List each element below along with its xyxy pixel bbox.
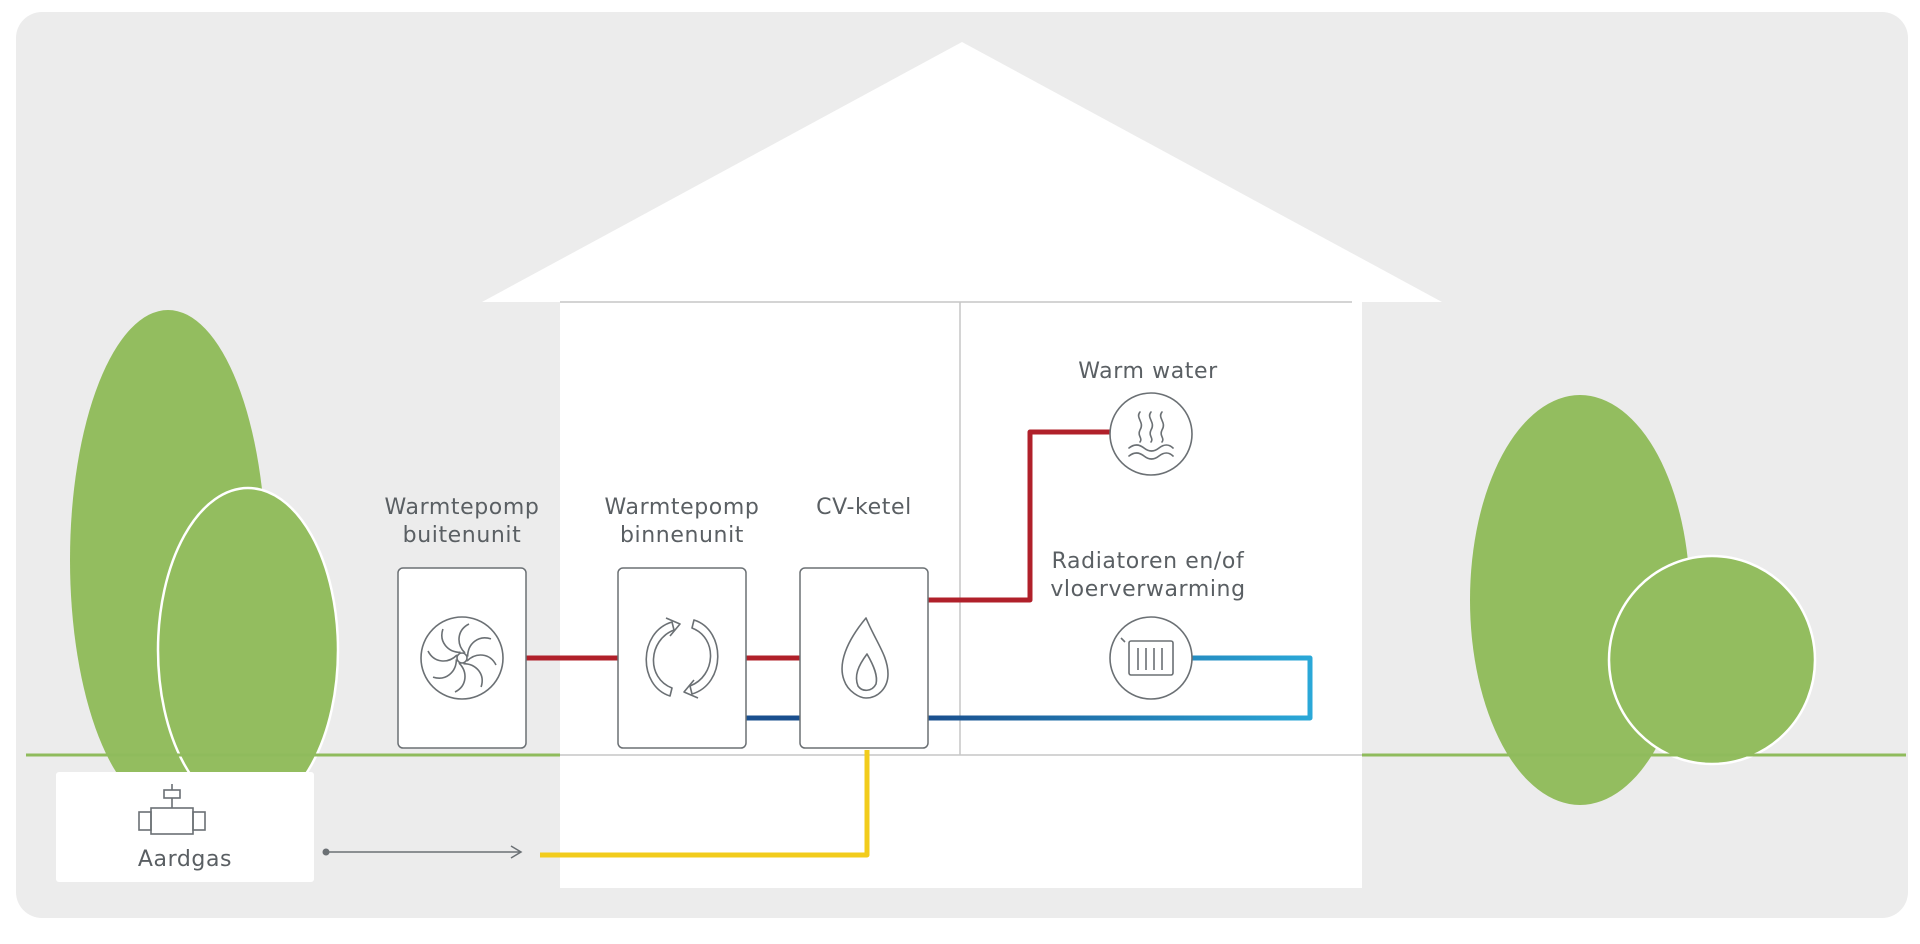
pipe-radiator-return-loop — [928, 655, 1313, 721]
house-roof — [482, 42, 1442, 302]
circulation-arrows-icon — [645, 617, 719, 699]
label-binnenunit-line1: Warmtepomp — [604, 495, 760, 520]
flame-icon — [841, 617, 889, 699]
buitenunit-box — [397, 567, 527, 749]
pipe-warm-water-supply — [928, 429, 1110, 603]
label-warm-water: Warm water — [1048, 358, 1248, 386]
label-cv-ketel-text: CV-ketel — [816, 495, 912, 520]
hot-water-icon — [1109, 392, 1193, 476]
label-aardgas-text: Aardgas — [137, 847, 233, 872]
fan-icon — [420, 616, 504, 700]
label-aardgas: Aardgas — [56, 846, 314, 874]
label-radiatoren-line2: vloerverwarming — [1050, 577, 1246, 602]
label-buitenunit-line1: Warmtepomp — [384, 495, 540, 520]
tree-left-front — [156, 486, 340, 814]
label-cv-ketel: CV-ketel — [780, 494, 948, 522]
pipes — [526, 429, 1313, 858]
gas-valve-icon — [138, 784, 206, 835]
label-buitenunit-line2: buitenunit — [402, 523, 522, 548]
label-buitenunit: Warmtepomp buitenunit — [363, 494, 561, 550]
binnenunit-box — [617, 567, 747, 749]
label-radiatoren-line1: Radiatoren en/of — [1051, 549, 1245, 574]
aardgas-box — [56, 772, 314, 882]
label-warm-water-text: Warm water — [1078, 359, 1218, 384]
radiator-icon — [1109, 616, 1193, 700]
label-radiatoren: Radiatoren en/of vloerverwarming — [1032, 548, 1264, 604]
gas-arrow — [322, 845, 523, 859]
tree-right-front — [1607, 554, 1817, 766]
label-binnenunit-line2: binnenunit — [619, 523, 745, 548]
pipe-gas — [540, 750, 870, 858]
label-binnenunit: Warmtepomp binnenunit — [583, 494, 781, 550]
